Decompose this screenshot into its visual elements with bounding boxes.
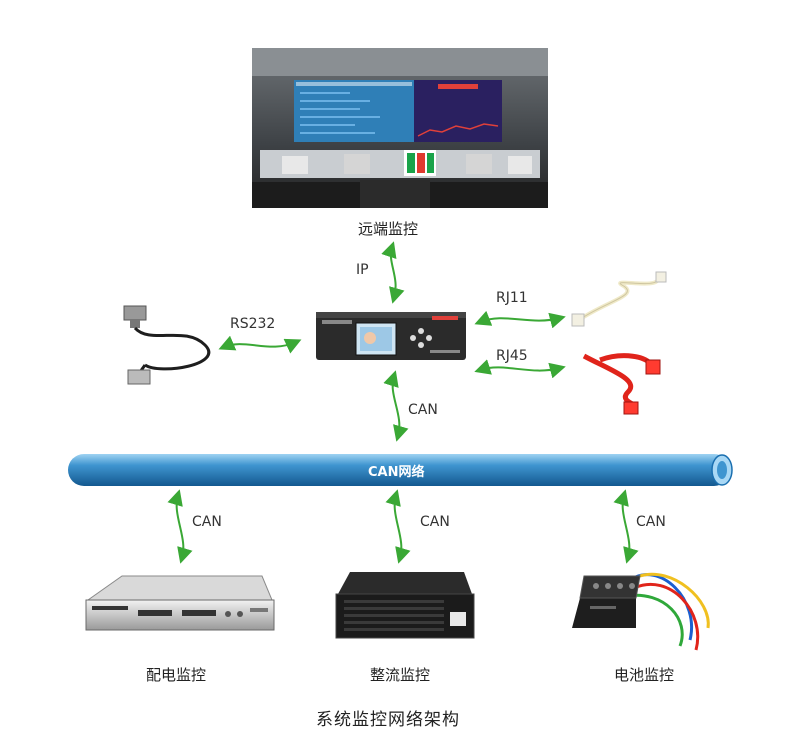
can-bus <box>68 454 733 486</box>
control-room-image <box>252 48 548 208</box>
link-label-can-rectifier: CAN <box>420 514 450 530</box>
arrow-rs232 <box>218 335 302 354</box>
arrow-can-controller <box>383 370 409 442</box>
rs232-cable-image <box>123 305 210 385</box>
arrow-can-rectifier <box>385 489 411 564</box>
monitoring-controller-image <box>316 312 466 360</box>
node-label-power-dist: 配电监控 <box>146 666 207 684</box>
node-label-remote: 远端监控 <box>358 220 419 238</box>
battery-monitor-image <box>572 572 710 651</box>
arrow-ip <box>381 241 405 304</box>
diagram-title: 系统监控网络架构 <box>316 710 460 730</box>
link-label-rj11: RJ11 <box>496 290 528 306</box>
rectifier-monitor-image <box>335 572 475 639</box>
link-label-can-battery: CAN <box>636 514 666 530</box>
link-label-can-power-dist: CAN <box>192 514 222 530</box>
arrow-can-battery <box>613 489 639 564</box>
link-label-can-controller: CAN <box>408 402 438 418</box>
arrow-rj11 <box>474 310 566 329</box>
arrow-rj45 <box>474 359 566 379</box>
can-bus-label: CAN网络 <box>368 465 425 480</box>
link-label-rj45: RJ45 <box>496 348 528 364</box>
node-label-rectifier: 整流监控 <box>370 666 431 684</box>
rj45-cable-image <box>582 353 661 415</box>
rj11-cable-image <box>571 271 667 327</box>
link-label-rs232: RS232 <box>230 316 276 332</box>
arrow-can-power-dist <box>167 489 193 564</box>
node-label-battery: 电池监控 <box>614 666 675 684</box>
link-arrows <box>167 241 639 564</box>
link-label-ip: IP <box>356 262 369 278</box>
power-distribution-monitor-image <box>85 575 275 631</box>
